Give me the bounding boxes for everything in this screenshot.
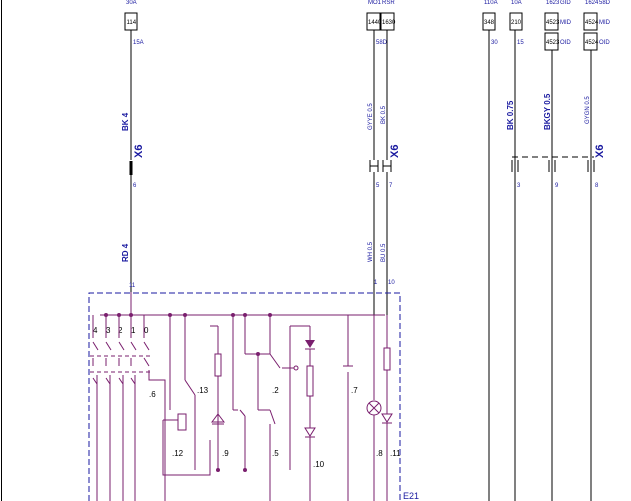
connector-pin-7 [382, 160, 392, 172]
r2-top-label: 10A [511, 0, 522, 6]
contact-13-label: .13 [197, 386, 209, 395]
contact-5-label: .5 [272, 449, 279, 458]
r3-top-label: 1623 [546, 0, 560, 6]
component-9 [210, 325, 225, 470]
lamp-8 [366, 315, 382, 501]
wire-label-gyye: GYYE 0.5 [368, 103, 374, 130]
connector-pin-6 [129, 161, 133, 175]
contact-11-label: .11 [390, 449, 401, 458]
pin-10-label: 10 [388, 280, 395, 286]
switch-pos-1: 1 [131, 326, 136, 335]
r2-side: 15 [517, 40, 524, 46]
middle-box-1: 1440 [368, 20, 382, 26]
switch-contact-13 [169, 315, 196, 470]
fuse-number: 114 [127, 20, 137, 26]
r4-side-top: 58D [599, 0, 611, 6]
switch-pos-4: 4 [93, 326, 98, 335]
pin-7-label: 7 [389, 183, 393, 189]
middle-top-label-1: MO1 [368, 0, 382, 6]
middle-side-label: 58D [376, 40, 388, 46]
contact-10-label: .10 [313, 460, 325, 469]
middle-top-label-2: RSR [382, 0, 395, 6]
contact-2-label: .2 [272, 386, 279, 395]
fuse-block-middle: MO1 RSR 1440 1630 58D [366, 0, 396, 46]
switch-contact-5 [233, 409, 276, 501]
contact-8-label: .8 [376, 449, 383, 458]
wire-label-bkgy: BKGY 0.5 [543, 93, 552, 130]
r4-box-a: 4524 [585, 20, 599, 26]
middle-box-2: 1630 [382, 20, 396, 26]
switch-contact-7 [343, 315, 353, 501]
pin-6-label: 6 [133, 183, 137, 189]
wire-label-gygn: GYGN 0.5 [585, 96, 591, 124]
connector-label-x6-middle: X6 [389, 145, 401, 158]
led-11 [381, 315, 393, 501]
fuse-block-left: 30A 114 15A [124, 0, 144, 46]
pin-8-label: 8 [595, 183, 599, 189]
r4-side-a: MID [599, 20, 611, 26]
wire-label-bk05: BK 0.5 [381, 105, 387, 124]
contact-7-label: .7 [351, 386, 358, 395]
wire-label-bk075: BK 0.75 [506, 100, 515, 130]
fuse-rating-label: 30A [126, 0, 137, 6]
r4-box-b: 4524 [585, 40, 599, 46]
connector-label-x6-left: X6 [133, 145, 145, 158]
pin-9-label: 9 [555, 183, 559, 189]
connector-pin-9 [548, 160, 556, 172]
connector-pin-8 [587, 160, 595, 172]
pin-11-label: 11 [129, 283, 136, 289]
relay-coil-12 [162, 413, 211, 476]
r1-box: 348 [484, 20, 495, 26]
switch-pos-3: 3 [106, 326, 111, 335]
r1-top-label: 110A [484, 0, 498, 6]
fuse-block-right: 110A 348 30 10A 210 15 1623 GID 4523 452… [482, 0, 611, 51]
rotary-switch [90, 315, 166, 501]
wire-label-bu05: BU 0.5 [381, 243, 387, 262]
contact-9-label: .9 [222, 449, 229, 458]
junction-dots [104, 313, 272, 472]
wire-label-bk4: BK 4 [121, 112, 130, 131]
r3-side-a: MID [560, 20, 572, 26]
wire-label-rd4: RD 4 [121, 243, 130, 262]
r1-side: 30 [491, 40, 498, 46]
r3-box-b: 4523 [546, 40, 560, 46]
connector-pin-5 [369, 160, 379, 172]
r3-side-top: GID [560, 0, 571, 6]
switch-pos-0: 0 [144, 326, 149, 335]
connector-pin-3 [511, 160, 519, 172]
r4-top-label: 1624 [585, 0, 599, 6]
wire-label-wh05: WH 0.5 [368, 241, 374, 262]
fuse-side-label: 15A [133, 40, 144, 46]
r3-side-b: OID [560, 40, 571, 46]
connector-label-x6-right: X6 [594, 145, 606, 158]
contact-6-label: .6 [149, 390, 156, 399]
pin-1-label: 1 [374, 280, 378, 286]
switch-contact-2 [232, 315, 299, 410]
pin-5-label: 5 [376, 183, 380, 189]
r2-box: 210 [511, 20, 522, 26]
component-ref-label: E21 [403, 491, 419, 501]
pin-3-label: 3 [517, 183, 521, 189]
r4-side-b: OID [599, 40, 610, 46]
switch-pos-2: 2 [118, 326, 123, 335]
diode-chain-10 [289, 325, 316, 501]
contact-12-label: .12 [172, 449, 184, 458]
component-boundary [88, 292, 401, 501]
r3-box-a: 4523 [546, 20, 560, 26]
